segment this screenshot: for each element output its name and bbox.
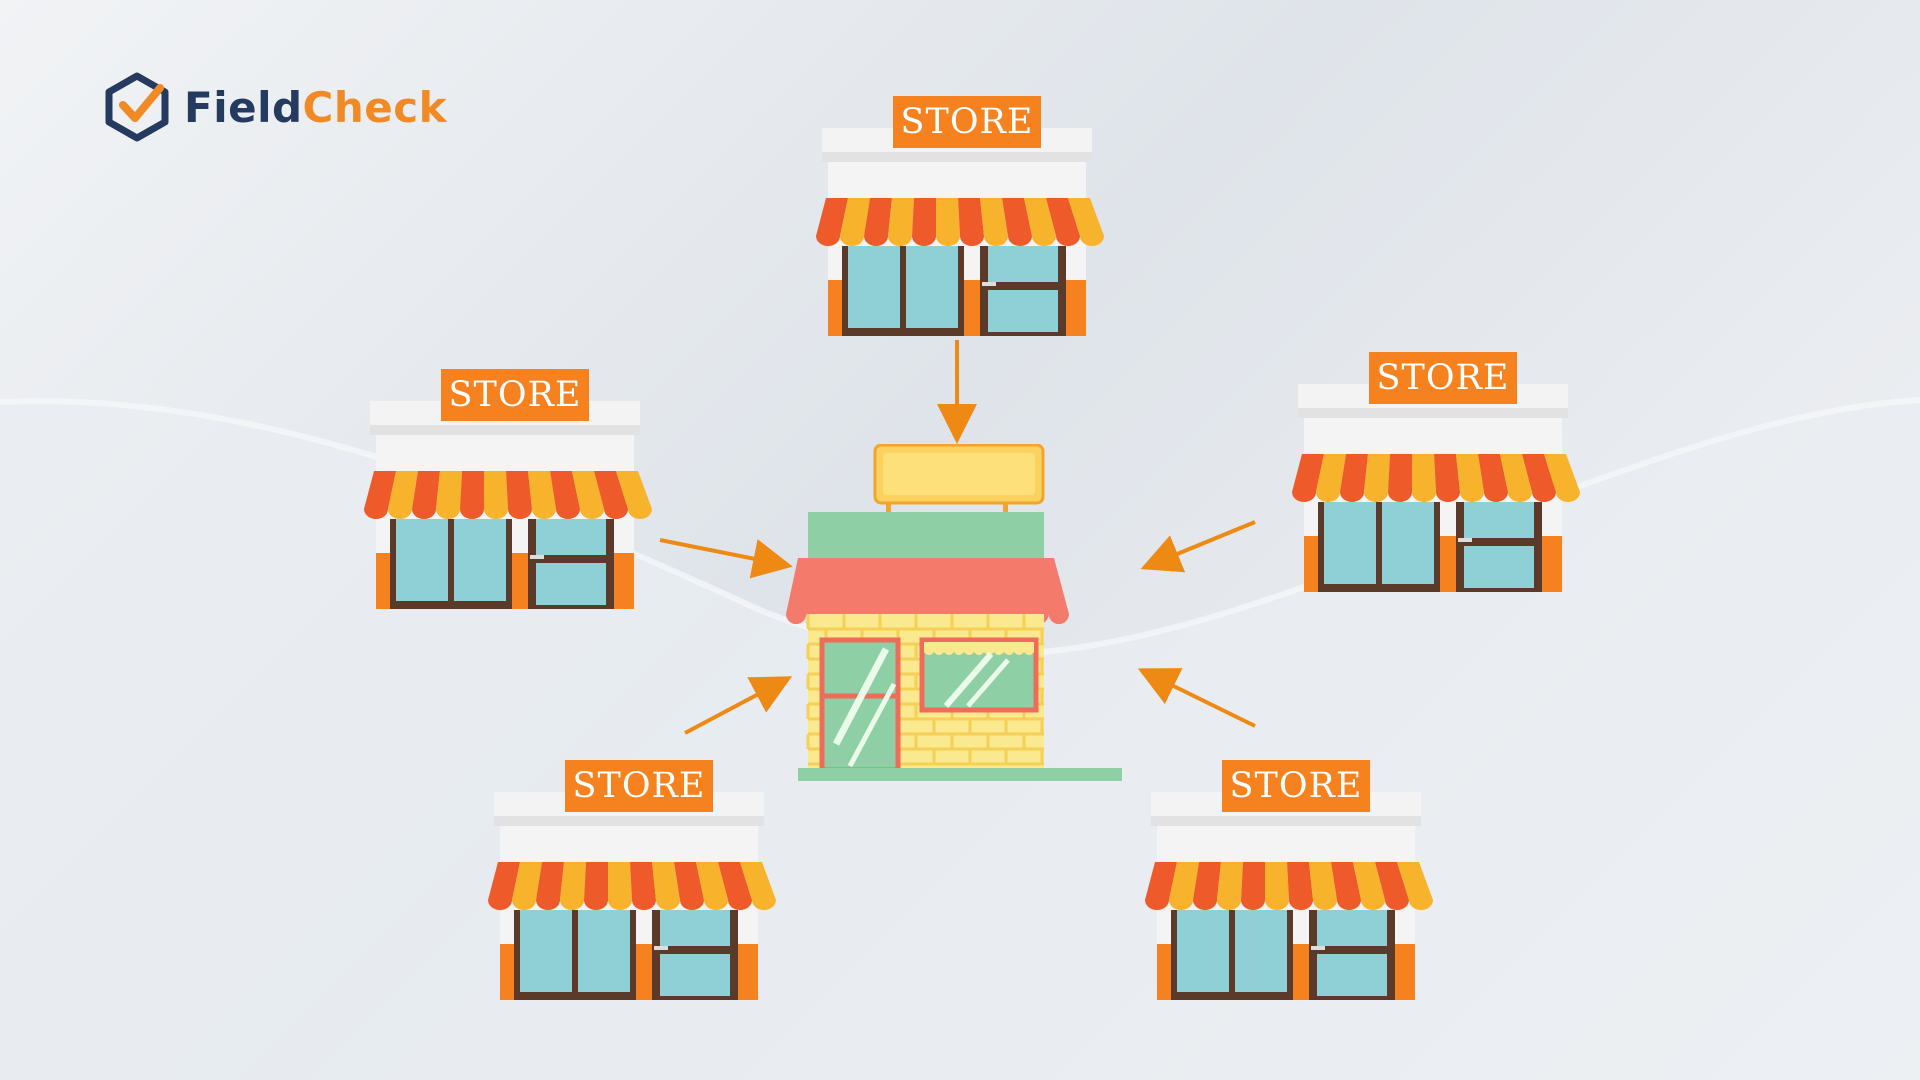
logo-wordmark-field: Field [184,82,303,132]
store-sign-label: STORE [1222,760,1370,812]
fieldcheck-logo: FieldCheck [104,72,447,142]
arrow-from-bottom-left-store [684,676,793,735]
store-bottom-right: STORE [1139,760,1439,1000]
arrow-from-bottom-right-store [1137,668,1256,728]
store-top: STORE [810,96,1110,336]
store-bottom-left: STORE [482,760,782,1000]
hexagon-check-icon [105,72,169,142]
store-sign-label: STORE [1369,352,1517,404]
store-sign-label: STORE [441,369,589,421]
store-sign-label: STORE [893,96,1041,148]
logo-wordmark-check: Check [302,82,448,132]
logo-wordmark: FieldCheck [184,83,447,132]
store-right: STORE [1286,352,1586,592]
storefront-icon [816,128,1104,336]
storefront-icon [1292,384,1580,592]
central-shop-icon [786,444,1122,781]
store-left: STORE [358,369,658,609]
store-sign-label: STORE [565,760,713,812]
arrow-from-right-store [1140,520,1256,573]
arrow-from-left-store [659,538,793,579]
storefront-icon [1145,792,1433,1000]
storefront-icon [364,401,652,609]
storefront-icon [488,792,776,1000]
